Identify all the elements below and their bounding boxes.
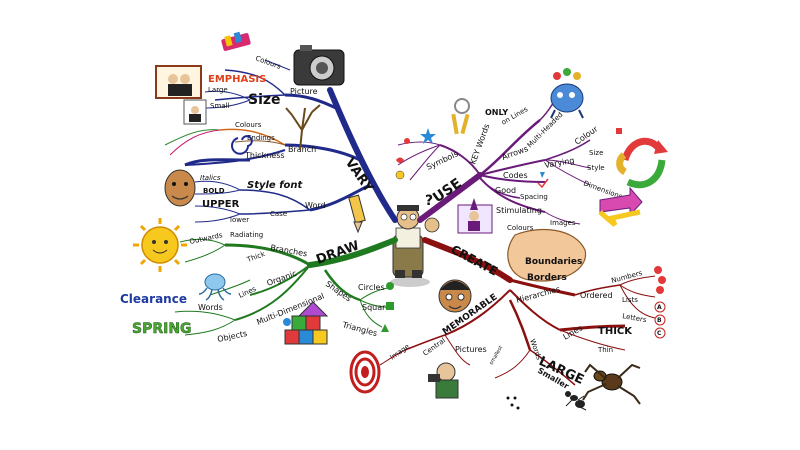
branch-vary <box>164 59 398 223</box>
vary-emphasis: EMPHASIS <box>208 74 266 85</box>
vary-bold: BOLD <box>203 187 225 195</box>
create-boundaries: Boundaries <box>525 257 582 267</box>
central-image: ? <box>390 193 440 287</box>
label-draw: DRAW <box>314 238 361 267</box>
draw-clearance: Clearance <box>120 292 187 306</box>
draw-lines: Lines <box>237 285 257 300</box>
vary-branch: Branch <box>288 145 316 154</box>
vary-picture: Picture <box>290 87 318 96</box>
create-image: Image <box>389 343 412 362</box>
use-multi-headed: Multi-Headed <box>526 111 565 150</box>
use-stimulating: Stimulating <box>496 206 542 215</box>
create-ordered: Ordered <box>580 291 613 300</box>
create-central: Central <box>422 336 448 357</box>
draw-circles: Circles <box>358 283 385 292</box>
create-lists: Lists <box>622 296 638 304</box>
wizard-image <box>457 198 493 234</box>
use-symbols: Symbols <box>425 149 460 172</box>
crayons-icon <box>221 31 251 51</box>
blocks-icon <box>283 301 329 345</box>
bullet-a: A <box>657 304 662 311</box>
branch-draw <box>174 237 398 336</box>
pencil-icon <box>348 194 366 234</box>
create-pictures: Pictures <box>455 345 487 354</box>
create-borders: Borders <box>527 273 567 283</box>
bullet-b: B <box>657 317 662 324</box>
target-icon <box>349 350 381 394</box>
octopus-icon <box>198 273 232 301</box>
spider-icon <box>582 363 641 405</box>
draw-objects: Objects <box>217 329 248 344</box>
use-colours: Colours <box>507 224 534 232</box>
use-spacing: Spacing <box>520 193 548 201</box>
vary-colours: Colours <box>254 54 282 71</box>
use-size: Size <box>589 149 603 157</box>
photo-icon <box>155 65 202 99</box>
draw-spring: SPRING <box>132 321 192 337</box>
svg-text:?: ? <box>425 193 433 209</box>
camera-icon <box>293 45 345 86</box>
draw-thick: Thick <box>245 250 267 265</box>
vary-style-font: Style font <box>247 180 304 191</box>
draw-triangles: Triangles <box>341 320 379 338</box>
use-key-words: KEY Words <box>468 123 491 166</box>
bullet-c: C <box>657 330 662 337</box>
create-smallest: smallest <box>489 345 505 366</box>
letter-bullets: A B C <box>654 266 666 339</box>
use-colour: Colour <box>573 124 600 147</box>
keys-icon <box>451 98 470 135</box>
tiny-ants-icon <box>506 396 520 410</box>
vary-case: Case <box>270 210 287 218</box>
boy-face-icon <box>438 279 472 313</box>
sun-icon <box>133 218 187 272</box>
create-lines: Lines <box>562 324 585 342</box>
branch-create <box>379 237 656 386</box>
vary-large: Large <box>208 86 228 94</box>
use-good: Good <box>495 186 516 195</box>
vary-small: Small <box>210 102 229 110</box>
ant-icon <box>565 391 587 411</box>
triangle-shape-icon <box>381 324 389 332</box>
create-thin: Thin <box>597 346 613 354</box>
arrows-3d-icon <box>598 186 643 227</box>
boundary-bubble <box>507 229 587 282</box>
creature-icon <box>550 68 584 119</box>
branch-use <box>397 89 591 225</box>
photographer-icon <box>428 362 459 399</box>
use-only: ONLY <box>485 108 508 117</box>
draw-radiating: Radiating <box>230 231 263 239</box>
draw-squares: Squares <box>362 303 394 312</box>
use-varying: Varying <box>544 156 575 170</box>
circle-shape-icon <box>386 282 394 290</box>
vary-colours2: Colours <box>235 121 262 129</box>
vary-italics: Italics <box>200 174 221 182</box>
vary-thickness: Thickness <box>244 151 285 160</box>
face-icon <box>164 169 196 207</box>
vary-upper: UPPER <box>202 199 240 210</box>
label-create: CREATE <box>449 242 501 278</box>
small-photo-icon <box>183 99 207 125</box>
vary-lower: lower <box>230 216 249 224</box>
use-style: Style <box>587 164 605 172</box>
draw-outwards: Outwards <box>189 231 224 246</box>
draw-words: Words <box>198 303 223 312</box>
symbols-icons <box>395 128 622 189</box>
vary-endings: Endings <box>247 134 275 142</box>
use-arrows: Arrows <box>501 144 530 162</box>
vary-word: Word <box>305 201 326 210</box>
arrows-cycle-icon <box>616 137 668 189</box>
use-codes: Codes <box>503 171 528 180</box>
create-thick: THICK <box>598 326 633 337</box>
tree-icon <box>285 104 321 151</box>
use-images: Images <box>550 219 576 227</box>
vary-size: Size <box>248 92 281 108</box>
swirl-icon <box>231 135 253 155</box>
draw-shapes: Shapes <box>324 279 353 303</box>
square-shape-icon <box>386 302 394 310</box>
